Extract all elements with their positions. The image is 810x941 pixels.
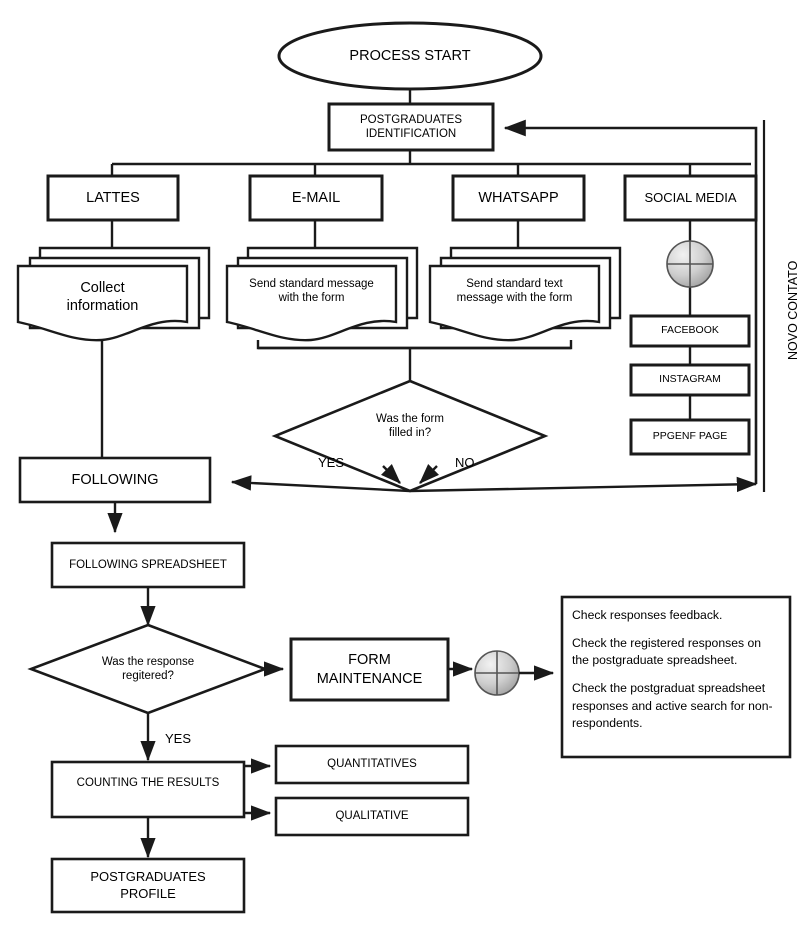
shape-process-start[interactable] [277, 21, 543, 91]
note-line-3: Check the postgraduat spreadsheet respon… [572, 681, 773, 731]
shape-note-box [560, 595, 792, 759]
shape-email[interactable] [248, 174, 384, 222]
shape-form-maintenance[interactable] [289, 637, 450, 702]
shape-quantitatives[interactable] [274, 744, 470, 785]
edge-label-yes-response: YES [165, 731, 192, 746]
edge-novo-contato-return [503, 119, 758, 484]
label-novo-contato: NOVO CONTATO [786, 260, 800, 360]
shape-send-standard-message-sheet1[interactable] [225, 264, 398, 342]
shape-send-standard-text-sheet1[interactable] [428, 264, 601, 342]
shape-whatsapp[interactable] [451, 174, 586, 222]
shape-ppgenf-page[interactable] [629, 418, 751, 456]
note-line-1: Check responses feedback. [572, 608, 723, 622]
shape-facebook[interactable] [629, 314, 751, 348]
edge-label-yes-form: YES [318, 455, 345, 470]
shape-lattes[interactable] [46, 174, 180, 222]
shape-instagram[interactable] [629, 363, 751, 397]
note-line-2: Check the registered responses on the po… [572, 635, 762, 668]
shape-decision-response-registered[interactable] [27, 623, 269, 715]
edge-label-no-form: NO [455, 455, 475, 470]
shape-social-media[interactable] [623, 174, 758, 222]
shape-counting-the-results[interactable] [50, 760, 246, 819]
shape-postgraduates-identification[interactable] [327, 102, 495, 152]
shape-following[interactable] [18, 456, 212, 504]
note-box-text: Check responses feedback. Check the regi… [562, 597, 790, 757]
shape-qualitative[interactable] [274, 796, 470, 837]
shape-following-spreadsheet[interactable] [50, 541, 246, 589]
shape-postgraduates-profile[interactable] [50, 857, 246, 914]
shape-decision-form-filled[interactable] [271, 379, 549, 493]
shape-collect-information-sheet1[interactable] [16, 264, 189, 342]
